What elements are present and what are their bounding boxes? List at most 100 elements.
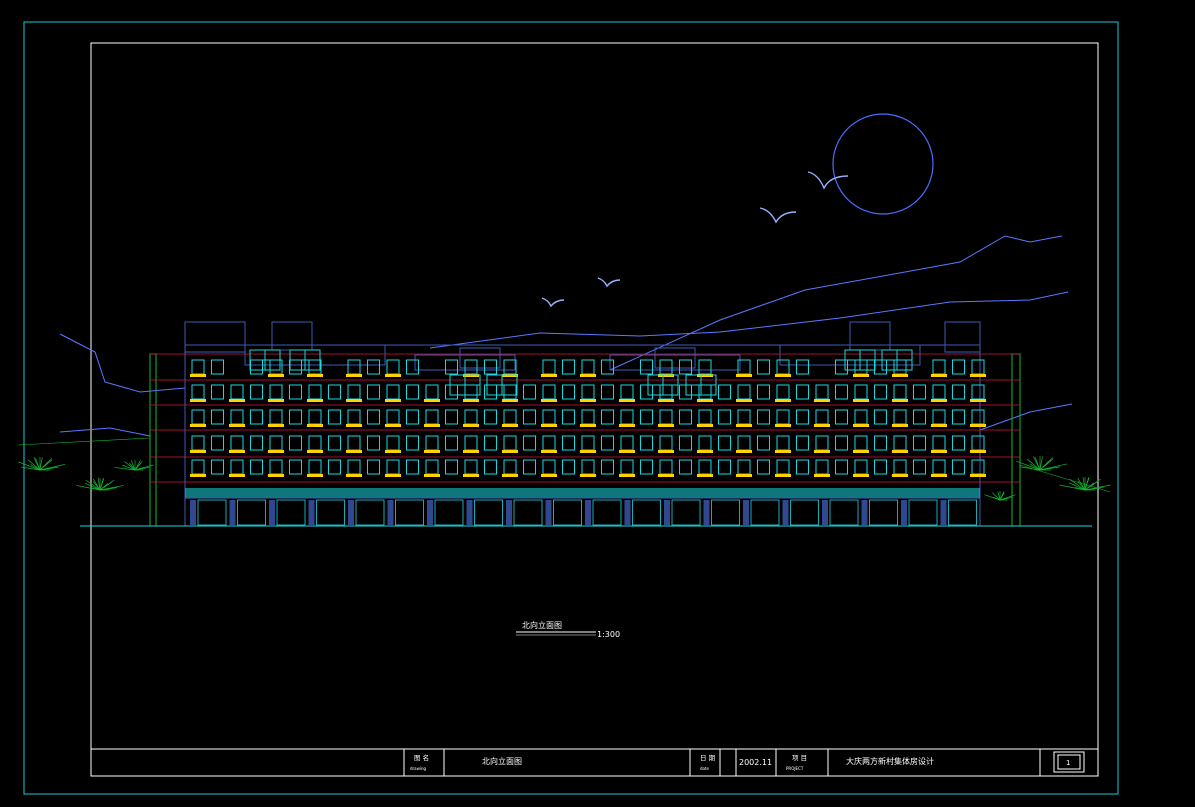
shop-pier: [269, 500, 275, 525]
window: [893, 459, 907, 475]
window: [659, 359, 673, 375]
balcony: [502, 399, 518, 402]
window: [640, 409, 653, 425]
shrub-stroke: [85, 483, 101, 491]
window: [776, 359, 790, 375]
balcony: [619, 450, 635, 453]
window: [289, 435, 302, 451]
shrub-stroke: [114, 467, 136, 471]
shop-door: [553, 499, 582, 526]
balcony: [229, 424, 245, 427]
balcony: [970, 474, 986, 477]
window: [796, 409, 809, 425]
balcony: [814, 450, 830, 453]
balcony: [424, 474, 440, 477]
shop-pier: [308, 500, 315, 525]
window: [874, 435, 887, 451]
shop-door: [355, 499, 385, 526]
shrub-stroke: [999, 491, 1005, 501]
roof-block: [779, 344, 921, 366]
hill-line: [17, 437, 151, 446]
balcony: [541, 424, 557, 427]
window: [952, 384, 965, 400]
window: [425, 384, 439, 400]
shrub-stroke: [99, 478, 104, 491]
window: [698, 359, 712, 375]
shrub-stroke: [1074, 487, 1086, 491]
moon-circle: [832, 113, 934, 215]
window: [718, 435, 731, 451]
window: [679, 459, 692, 475]
sheet-number-box: [1053, 751, 1085, 773]
window: [562, 459, 575, 475]
balcony: [424, 424, 440, 427]
shop-pier: [466, 500, 473, 525]
window: [542, 359, 556, 375]
window: [679, 409, 692, 425]
shop-pier: [901, 500, 907, 525]
shrub-stroke: [35, 458, 41, 471]
window: [386, 459, 400, 475]
window: [367, 409, 380, 425]
window: [971, 384, 985, 400]
window: [854, 384, 868, 400]
balcony: [268, 399, 284, 402]
window: [347, 435, 361, 451]
window: [581, 359, 595, 375]
window: [211, 409, 224, 425]
window: [874, 384, 887, 400]
balcony: [775, 474, 791, 477]
shrub-stroke: [1084, 477, 1090, 491]
window: [269, 459, 283, 475]
window: [484, 409, 497, 425]
balcony: [697, 424, 713, 427]
shrub-stroke: [130, 460, 136, 471]
balcony: [736, 450, 752, 453]
window: [523, 435, 536, 451]
shop-pier: [585, 500, 591, 525]
shop-pier: [664, 500, 670, 525]
roof-block: [944, 321, 981, 353]
window: [425, 435, 439, 451]
balcony: [775, 424, 791, 427]
date-value: 2002.11: [739, 758, 772, 767]
balcony: [268, 474, 284, 477]
window: [386, 384, 400, 400]
balcony: [229, 474, 245, 477]
shrub-stroke: [1019, 466, 1041, 471]
window: [718, 384, 731, 400]
balcony: [190, 374, 206, 377]
balcony: [541, 374, 557, 377]
mountain-lines: [59, 235, 1073, 437]
drawing-caption: 北向立面图 1:300: [516, 620, 620, 639]
balcony: [424, 399, 440, 402]
balcony: [346, 424, 362, 427]
bird-3: [597, 277, 621, 288]
balcony: [970, 424, 986, 427]
window: [815, 435, 829, 451]
window: [659, 409, 673, 425]
window: [347, 359, 361, 375]
shrub-stroke: [1084, 484, 1111, 491]
balcony: [931, 399, 947, 402]
shrub-stroke: [18, 461, 41, 471]
balcony: [892, 424, 908, 427]
balcony: [580, 424, 596, 427]
shrub-stroke: [122, 464, 136, 471]
window: [308, 384, 322, 400]
window: [542, 459, 556, 475]
window: [620, 384, 634, 400]
window: [854, 359, 868, 375]
window: [815, 384, 829, 400]
window: [445, 359, 458, 375]
shrub-stroke: [1069, 482, 1086, 491]
window: [776, 459, 790, 475]
window: [191, 435, 205, 451]
shrub-stroke: [1039, 457, 1054, 471]
shop-door: [316, 499, 345, 526]
window: [718, 459, 731, 475]
window: [796, 359, 809, 375]
shop-door: [395, 499, 424, 526]
balcony: [814, 424, 830, 427]
shrub-stroke: [997, 491, 1001, 501]
